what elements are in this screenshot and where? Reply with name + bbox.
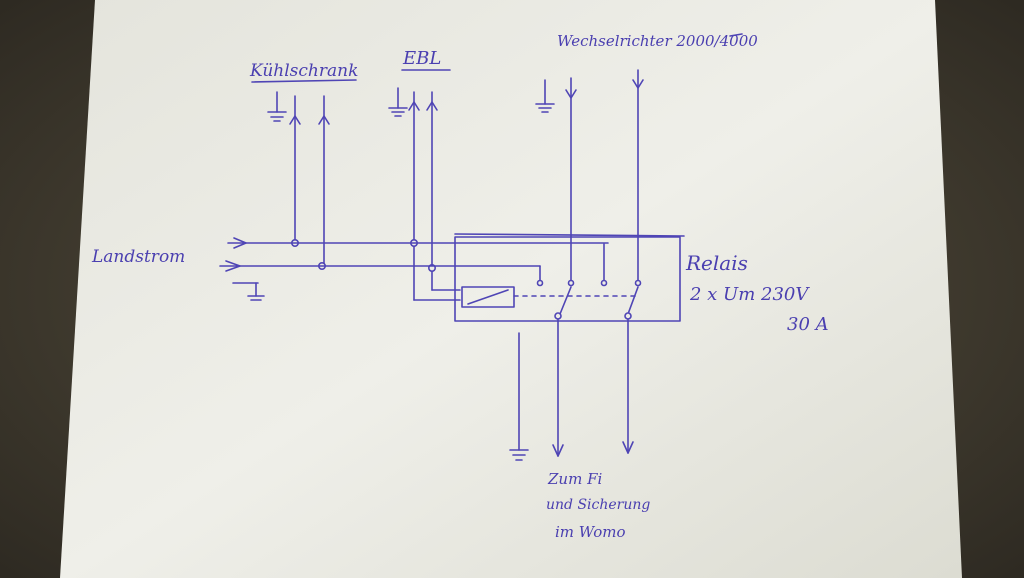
label-kuehlschrank: Kühlschrank — [249, 61, 358, 81]
wechselrichter-connections — [535, 33, 743, 283]
relay-coil — [461, 286, 515, 308]
label-relais-spec1: 2 x Um 230V — [689, 284, 810, 305]
label-ebl: EBL — [402, 48, 441, 69]
output-lines — [509, 318, 634, 461]
label-wechselrichter: Wechselrichter 2000/4000 — [557, 32, 758, 50]
label-relais: Relais — [685, 251, 748, 275]
paper-sheet — [60, 0, 962, 578]
ebl-connections — [388, 87, 461, 301]
label-zum-fi: Zum Fi — [547, 470, 602, 488]
underline-kuehlschrank — [251, 79, 357, 83]
label-und-sicherung: und Sicherung — [546, 497, 650, 513]
landstrom-lines — [219, 237, 609, 301]
label-im-womo: im Womo — [555, 523, 625, 541]
relay-box — [454, 233, 685, 322]
label-landstrom: Landstrom — [91, 247, 185, 267]
label-relais-spec2: 30 A — [787, 314, 829, 335]
kuehlschrank-connections — [267, 91, 330, 270]
